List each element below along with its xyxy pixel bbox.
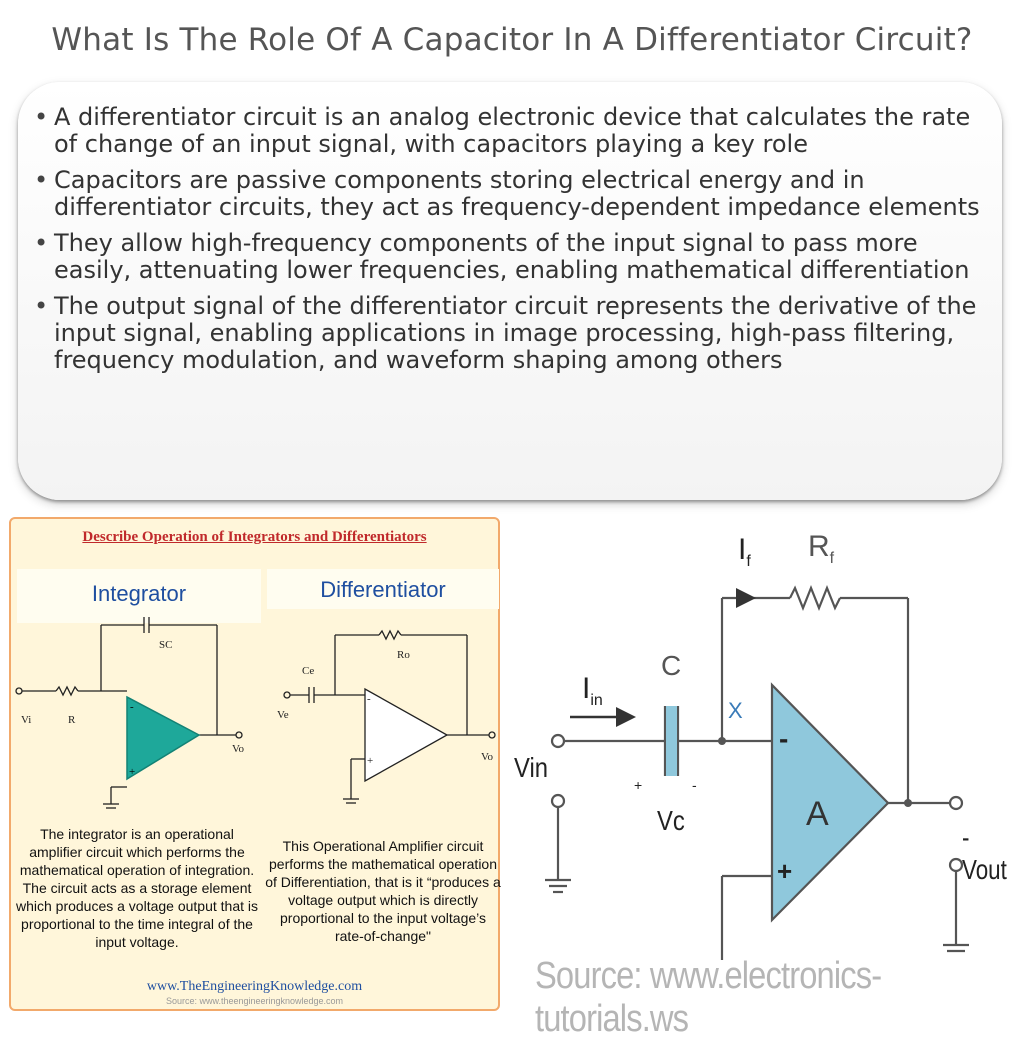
svg-text:+: + xyxy=(129,766,135,778)
opamp-triangle xyxy=(770,682,890,923)
bullet-list: A differentiator circuit is an analog el… xyxy=(28,104,988,383)
integrator-differentiator-infographic: Describe Operation of Integrators and Di… xyxy=(9,517,501,1011)
capacitor-body xyxy=(666,706,677,776)
differentiator-label-ve: Ve xyxy=(277,709,289,721)
source-credit: Source: www.electronics-tutorials.ws xyxy=(535,955,882,1040)
differentiator-label-ce: Ce xyxy=(302,665,315,677)
differentiator-schematic xyxy=(545,585,969,960)
label-opamp-minus: - xyxy=(779,723,789,754)
infographic-header: Describe Operation of Integrators and Di… xyxy=(82,529,427,545)
page-title: What Is The Role Of A Capacitor In A Dif… xyxy=(51,22,973,58)
integrator-description: The integrator is an operational amplifi… xyxy=(15,826,259,950)
integrator-title: Integrator xyxy=(91,581,187,606)
label-vout: -Vout xyxy=(962,822,1007,885)
differentiator-opamp xyxy=(364,687,449,783)
bullet-item: They allow high-frequency components of … xyxy=(28,230,988,284)
website-credit: www.TheEngineeringKnowledge.com xyxy=(146,979,363,994)
bullet-item: A differentiator circuit is an analog el… xyxy=(28,104,988,158)
label-cap-plus: + xyxy=(634,777,643,793)
differentiator-description: This Operational Amplifier circuit perfo… xyxy=(265,838,501,944)
label-iin: Iin xyxy=(582,672,603,709)
integrator-opamp xyxy=(126,695,201,781)
differentiator-label-ro: Ro xyxy=(397,649,410,661)
bullet-item: The output signal of the differentiator … xyxy=(28,293,988,374)
label-cap-minus: - xyxy=(692,777,697,793)
differentiator-label-plus: + xyxy=(367,755,374,767)
differentiator-title: Differentiator xyxy=(320,577,446,602)
if-arrow-icon xyxy=(736,588,756,608)
iin-arrow-icon xyxy=(616,707,636,727)
integrator-label-r: R xyxy=(68,714,76,726)
label-amp-a: A xyxy=(806,795,829,833)
integrator-title-panel: Integrator xyxy=(17,569,261,623)
bullet-item: Capacitors are passive components storin… xyxy=(28,167,988,221)
label-rf: Rf xyxy=(808,530,835,567)
label-vc: Vc xyxy=(657,805,685,836)
differentiator-title-panel: Differentiator xyxy=(267,569,499,609)
website-source-watermark: Source: www.theengineeringknowledge.com xyxy=(165,996,344,1006)
differentiator-label-minus: - xyxy=(367,693,371,705)
label-x: X xyxy=(728,698,743,723)
svg-text:-: - xyxy=(130,701,134,713)
label-if: If xyxy=(738,533,751,570)
label-opamp-plus: + xyxy=(777,856,793,886)
integrator-circuit: - + xyxy=(15,617,243,809)
label-c: C xyxy=(661,650,682,681)
integrator-label-vi: Vi xyxy=(21,714,32,726)
differentiator-circuit xyxy=(283,629,496,804)
label-vin: Vin xyxy=(514,752,548,783)
integrator-label-sc: SC xyxy=(159,639,173,651)
integrator-label-vo: Vo xyxy=(232,743,245,755)
differentiator-label-vo: Vo xyxy=(481,751,494,763)
